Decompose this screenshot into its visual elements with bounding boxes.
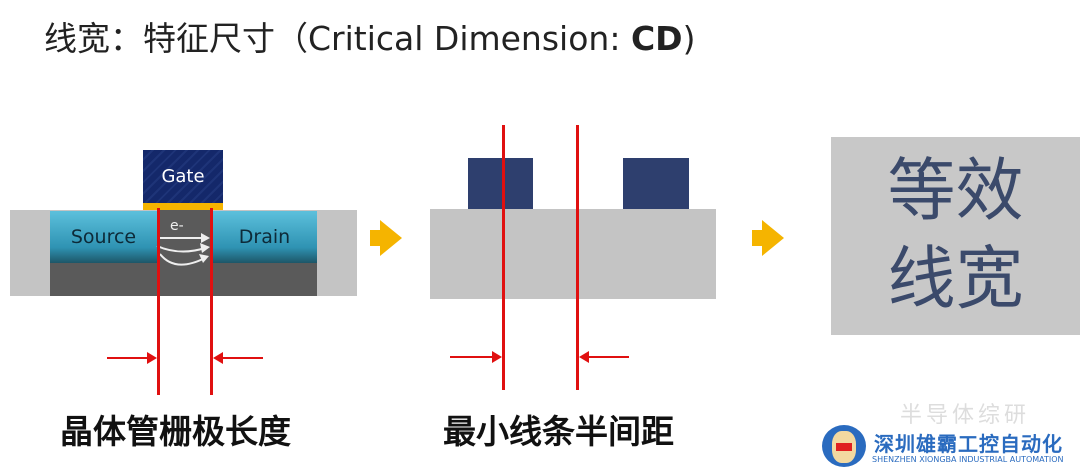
next-arrow-stem <box>752 230 764 246</box>
well <box>50 263 317 296</box>
cd-line-left <box>157 208 160 395</box>
electron-flow-icon <box>156 233 210 266</box>
cd-line-right <box>210 208 213 395</box>
title-text: 线宽：特征尺寸（Critical Dimension: <box>44 19 631 58</box>
line-block <box>623 158 689 209</box>
gate: Gate <box>143 150 223 203</box>
arrow-left-head-icon <box>213 352 223 364</box>
pitch-line-left <box>502 125 505 390</box>
caption-gate-length: 晶体管栅极长度 <box>60 412 291 451</box>
arrow-right-head-icon <box>492 351 502 363</box>
title-suffix: ) <box>682 19 696 58</box>
page-title: 线宽：特征尺寸（Critical Dimension: CD) <box>44 12 695 60</box>
arrow-right-head-icon <box>147 352 157 364</box>
next-arrow-stem <box>370 230 382 246</box>
caption-half-pitch: 最小线条半间距 <box>443 412 674 451</box>
arrow-right <box>589 356 629 358</box>
linewidth-text: 线宽 <box>887 240 1024 319</box>
arrow-right <box>223 357 263 359</box>
drain-region: Drain <box>212 211 317 263</box>
logo-en: SHENZHEN XIONGBA INDUSTRIAL AUTOMATION <box>872 455 1064 464</box>
watermark-text: 半导体综研 <box>900 403 1031 428</box>
substrate <box>430 209 716 299</box>
arrow-left <box>450 356 492 358</box>
pitch-line-right <box>576 125 579 390</box>
line-block <box>468 158 533 209</box>
equivalent-linewidth-box: 等效 线宽 <box>831 137 1080 335</box>
electron-label: e- <box>170 218 184 234</box>
logo-cn: 深圳雄霸工控自动化 <box>874 432 1063 456</box>
arrow-left <box>107 357 147 359</box>
arrow-left-head-icon <box>579 351 589 363</box>
gate-oxide <box>143 203 223 210</box>
equivalent-text: 等效 <box>887 152 1024 231</box>
next-arrow-icon <box>380 220 402 256</box>
source-region: Source <box>50 211 157 263</box>
title-cd: CD <box>630 19 683 58</box>
logo-icon <box>822 425 866 467</box>
next-arrow-icon <box>762 220 784 256</box>
